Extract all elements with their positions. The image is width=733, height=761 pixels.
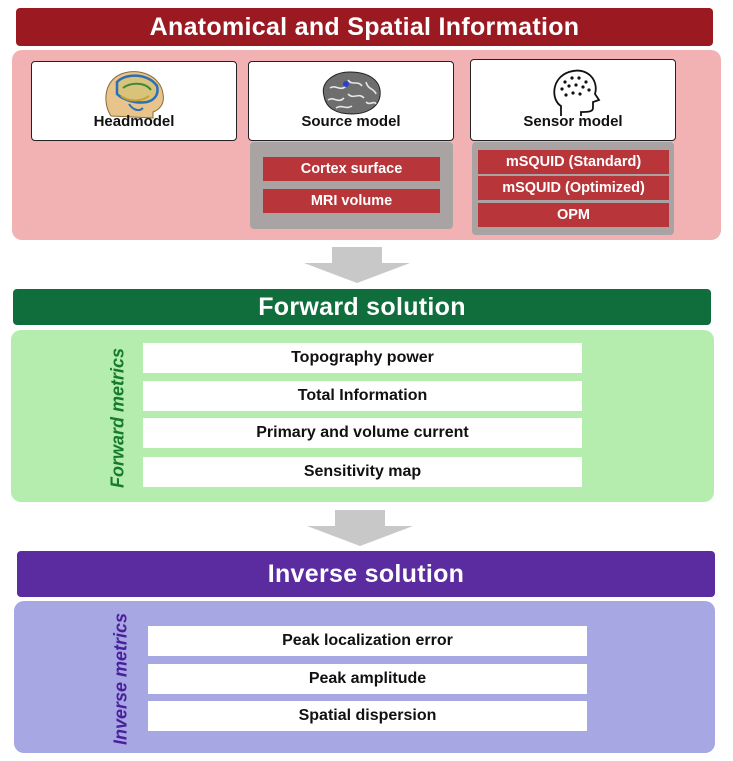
down-arrow-icon: [304, 247, 410, 283]
headmodel-card: Headmodel: [31, 61, 237, 141]
sensor-model-label: Sensor model: [523, 113, 623, 130]
brain-cortex-icon: [322, 71, 381, 115]
inverse-metric-peak-amplitude: Peak amplitude: [148, 664, 587, 694]
forward-metric-topography-power: Topography power: [143, 343, 582, 373]
inverse-metric-peak-localization-error: Peak localization error: [148, 626, 587, 656]
source-model-label: Source model: [301, 113, 401, 130]
forward-metric-sensitivity-map: Sensitivity map: [143, 457, 582, 487]
head-mri-icon: [105, 71, 164, 119]
source-option-mri-volume: MRI volume: [263, 189, 440, 213]
inverse-metric-spatial-dispersion: Spatial dispersion: [148, 701, 587, 731]
down-arrow-icon: [307, 510, 413, 546]
forward-metric-total-information: Total Information: [143, 381, 582, 411]
source-option-cortex-surface: Cortex surface: [263, 157, 440, 181]
anatomical-banner: Anatomical and Spatial Information: [16, 8, 713, 46]
inverse-title: Inverse solution: [267, 560, 465, 588]
sensor-option-msquid-optimized: mSQUID (Optimized): [478, 176, 669, 200]
source-model-options-box: [250, 142, 453, 229]
inverse-metrics-label: Inverse metrics: [110, 612, 131, 746]
anatomical-title: Anatomical and Spatial Information: [149, 13, 580, 41]
sensor-option-opm: OPM: [478, 203, 669, 227]
sensor-option-msquid-standard: mSQUID (Standard): [478, 150, 669, 174]
sensor-model-card: Sensor model: [470, 59, 676, 141]
head-sensors-icon: [553, 69, 601, 116]
headmodel-label: Headmodel: [93, 113, 175, 130]
forward-metric-primary-volume-current: Primary and volume current: [143, 418, 582, 448]
inverse-banner: Inverse solution: [17, 551, 715, 597]
forward-title: Forward solution: [258, 293, 466, 321]
source-model-card: Source model: [248, 61, 454, 141]
forward-banner: Forward solution: [13, 289, 711, 325]
forward-metrics-label: Forward metrics: [107, 347, 128, 489]
